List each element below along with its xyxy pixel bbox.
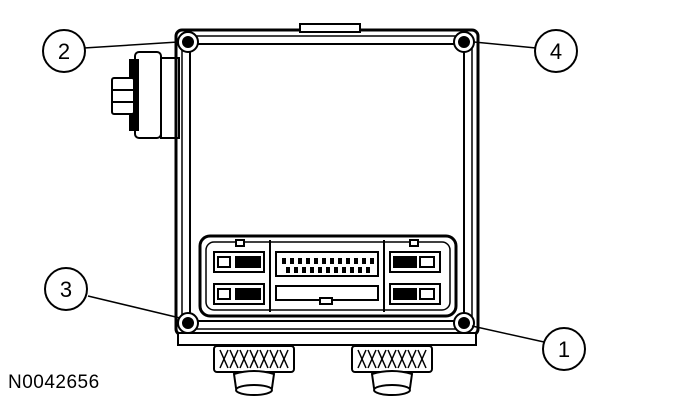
housing-bottom-lip [177, 332, 477, 346]
center-pin-row [282, 258, 374, 273]
svg-text:2: 2 [58, 39, 70, 64]
callout-2: 2 [42, 29, 86, 73]
callout-3: 3 [44, 267, 88, 311]
svg-text:4: 4 [550, 39, 562, 64]
connector-block [198, 234, 458, 318]
svg-text:1: 1 [558, 337, 570, 362]
callout-4: 4 [534, 29, 578, 73]
svg-text:3: 3 [60, 277, 72, 302]
bottom-connector-left [213, 345, 295, 396]
leader-lines [83, 41, 545, 343]
bottom-connector-right [351, 345, 433, 396]
corner-screw-top-left [177, 31, 199, 53]
corner-screw-bottom-right [453, 312, 475, 334]
side-bracket [111, 51, 180, 139]
corner-screw-bottom-left [177, 312, 199, 334]
figure-reference-code: N0042656 [8, 372, 100, 393]
callout-1: 1 [542, 327, 586, 371]
corner-screw-top-right [453, 31, 475, 53]
